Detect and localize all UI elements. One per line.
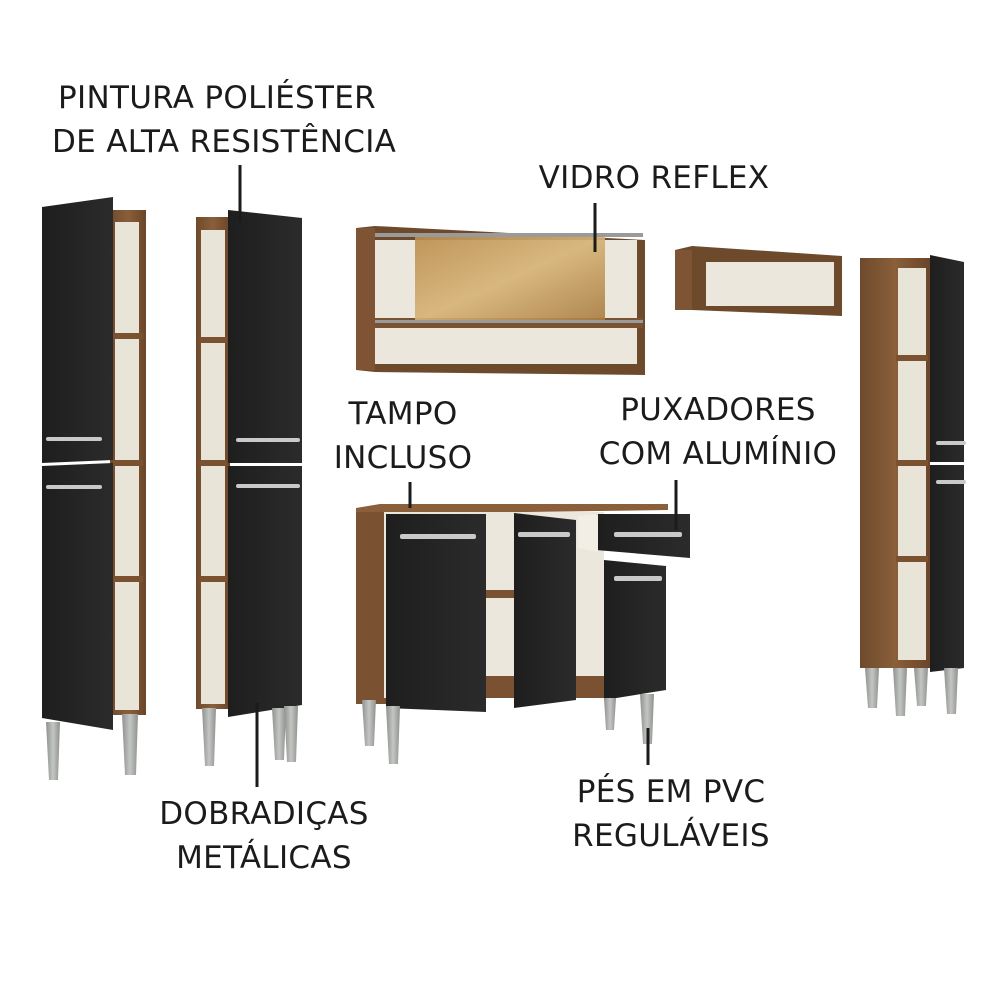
cabinet-door <box>930 465 964 672</box>
cabinet-leg <box>272 708 286 760</box>
label-hinges: DOBRADIÇAS METÁLICAS <box>154 792 374 880</box>
cabinet-shelf <box>896 556 928 562</box>
base-leg <box>604 698 616 730</box>
label-top: TAMPO INCLUSO <box>330 392 476 480</box>
cabinet-leg <box>893 668 907 716</box>
cabinet-door <box>228 210 302 463</box>
door-handle <box>936 480 966 484</box>
drawer-handle <box>614 532 682 537</box>
cabinet-leg <box>865 668 879 708</box>
label-paint-line2: DE ALTA RESISTÊNCIA <box>52 124 397 160</box>
cabinet-leg <box>202 708 216 766</box>
base-shelf <box>484 590 514 598</box>
base-leg <box>362 700 376 746</box>
base-cabinet-side <box>356 512 386 704</box>
cabinet-door <box>42 463 113 730</box>
base-cabinet <box>356 504 690 764</box>
label-top-line1: TAMPO <box>348 396 458 432</box>
door-handle <box>46 485 102 489</box>
base-door <box>386 514 486 712</box>
cabinet-shelf <box>896 460 928 466</box>
cabinet-leg <box>944 668 958 714</box>
door-handle <box>400 534 476 539</box>
cabinet-shelf <box>199 337 227 343</box>
label-hinges-line1: DOBRADIÇAS <box>159 796 369 832</box>
wall-cabinet-side <box>356 228 375 370</box>
base-door <box>514 513 576 708</box>
cabinet-door <box>228 466 302 717</box>
label-feet-line1: PÉS EM PVC <box>576 774 766 810</box>
cabinet-shelf <box>113 333 143 339</box>
tall-cabinet-right <box>860 255 966 716</box>
niche-side <box>675 250 692 310</box>
door-handle <box>236 484 300 488</box>
base-leg <box>386 706 400 764</box>
base-leg <box>640 694 654 744</box>
glass-rail <box>375 233 643 237</box>
label-feet-line2: REGULÁVEIS <box>572 818 770 854</box>
glass-rail <box>375 320 643 323</box>
label-handles-line1: PUXADORES <box>620 392 816 428</box>
cabinet-leg <box>122 714 138 775</box>
niche-interior <box>706 262 834 306</box>
drawer-side <box>578 514 598 552</box>
cabinet-shelf <box>113 576 143 582</box>
label-glass-line1: VIDRO REFLEX <box>538 160 770 196</box>
label-handles: PUXADORES COM ALUMÍNIO <box>588 388 848 476</box>
cabinet-leg <box>46 722 60 780</box>
cabinet-door <box>42 197 113 463</box>
reflex-glass-door <box>415 236 605 322</box>
base-door <box>604 560 666 700</box>
cabinet-shelf <box>199 460 227 466</box>
callout-lines <box>238 165 678 787</box>
label-glass: VIDRO REFLEX <box>536 156 772 200</box>
cabinet-leg <box>914 668 928 706</box>
label-hinges-line2: METÁLICAS <box>176 840 352 876</box>
cabinet-door <box>930 255 964 462</box>
countertop <box>356 504 668 514</box>
door-handle <box>518 532 570 537</box>
label-handles-line2: COM ALUMÍNIO <box>598 436 838 472</box>
small-niche <box>675 246 842 316</box>
label-paint: PINTURA POLIÉSTER DE ALTA RESISTÊNCIA <box>52 76 397 164</box>
cabinet-shelf <box>199 576 227 582</box>
label-paint-line1: PINTURA POLIÉSTER <box>58 80 376 116</box>
cabinet-shelf <box>113 460 143 466</box>
label-top-line2: INCLUSO <box>333 440 473 476</box>
cabinet-leg <box>284 706 298 762</box>
label-feet: PÉS EM PVC REGULÁVEIS <box>568 770 774 858</box>
tall-cabinet-left <box>42 197 146 780</box>
wall-cabinet-glass <box>356 226 645 375</box>
cabinet-shelf <box>896 355 928 361</box>
cabinet-interior <box>201 230 225 704</box>
door-handle <box>46 437 102 441</box>
door-handle <box>936 441 966 445</box>
door-handle <box>236 438 300 442</box>
door-handle <box>614 576 662 581</box>
tall-cabinet-second <box>196 210 302 766</box>
